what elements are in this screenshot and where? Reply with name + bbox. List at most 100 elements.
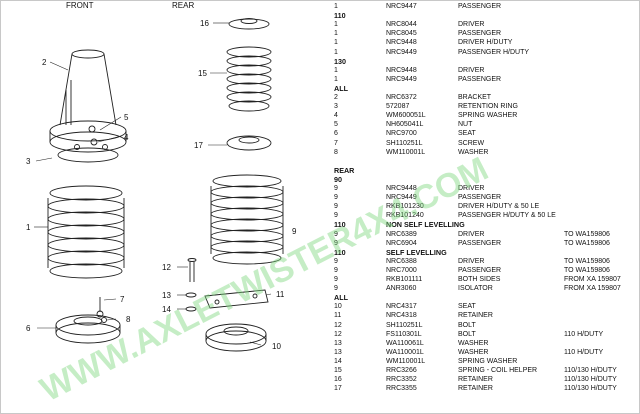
part-number: NRC9448 [386,66,417,74]
part-number: WM600051L [386,112,426,120]
exploded-diagram: FRONT REAR 1 2 3 4 5 6 7 8 9 10 11 12 13… [26,1,297,352]
part-note: TO WA159806 [564,257,610,265]
item-number: 9 [334,257,338,265]
part-description: DRIVER [458,21,485,29]
part-number: RKB101230 [386,203,424,211]
part-number: RKB101111 [386,276,423,283]
item-number: 5 [334,121,338,129]
part-number: RRC3266 [386,367,417,374]
part-description: PASSENGER [458,75,502,83]
callout-1: 1 [26,223,31,232]
item-number: 13 [334,339,342,347]
item-number: 1 [334,48,338,56]
part-note: TO WA159806 [564,239,610,247]
item-number: 9 [334,239,338,247]
front-spring-seat [55,297,121,344]
section-title: NON SELF LEVELLING [386,220,465,230]
part-number: FS110301L [386,330,422,338]
callout-16: 16 [200,19,209,28]
callout-2: 2 [42,58,47,67]
callout-6: 6 [26,324,31,333]
part-number: RKB101240 [386,212,424,220]
part-note: 110/130 H/DUTY [564,367,617,374]
part-description: RETENTION RING [458,103,518,111]
part-description: SEAT [458,303,476,311]
callout-9: 9 [292,227,297,236]
rear-helper-spring [226,18,272,151]
part-number: SH110251L [386,321,423,329]
part-description: PASSENGER [458,239,502,247]
front-spring-tower [49,49,127,163]
item-number: 14 [334,357,342,365]
item-number: 9 [334,285,338,293]
part-number: NRC6389 [386,230,417,238]
part-number: WM110001L [386,357,426,365]
callout-12: 12 [162,263,171,272]
part-number: NRC6904 [386,239,417,247]
part-number: NRC9449 [386,194,417,202]
callout-8: 8 [126,315,131,324]
part-number: RRC3355 [386,385,417,393]
part-number: NRC4317 [386,303,417,311]
part-number: SH110251L [386,139,423,147]
rear-heading: REAR [172,1,194,10]
section-title: SELF LEVELLING [386,247,447,257]
section-label: 110 [334,247,346,257]
item-number: 11 [334,312,342,320]
part-note: 110 H/DUTY [564,348,604,356]
section-label: 110 [334,11,346,21]
part-description: BOLT [458,321,476,329]
part-note: 110 H/DUTY [564,330,604,338]
item-number: 12 [334,321,342,329]
item-number: 3 [334,103,338,111]
callout-4: 4 [124,133,129,142]
part-description: SPRING - COIL HELPER [458,367,538,374]
part-description: WASHER [458,348,489,356]
part-description: SPRING WASHER [458,112,518,120]
part-description: PASSENGER [458,30,502,38]
part-description: PASSENGER [458,194,502,202]
part-description: PASSENGER [458,266,502,274]
item-number: 16 [334,376,342,384]
part-number: NRC4318 [386,312,417,320]
part-number: NRC9449 [386,48,417,56]
part-note: 110/130 H/DUTY [564,385,617,393]
item-number: 1 [334,75,338,83]
item-number: 7 [334,139,338,147]
item-number: 9 [334,194,338,202]
part-description: ISOLATOR [458,285,493,293]
part-description: PASSENGER H/DUTY [458,48,530,56]
item-number: 15 [334,367,342,374]
item-number: 9 [334,203,338,211]
item-number: 1 [334,39,338,47]
part-number: NRC8044 [386,21,417,29]
part-number: NRC9448 [386,39,417,47]
part-note: TO WA159806 [564,266,610,274]
part-description: WASHER [458,148,489,156]
callout-3: 3 [26,157,31,166]
item-number: 1 [334,3,338,10]
front-heading: FRONT [66,1,94,10]
section-label: 130 [334,56,346,66]
part-number: 572087 [386,103,410,111]
item-number: 9 [334,212,338,220]
part-number: NRC9448 [386,185,417,192]
rear-fixings [185,258,269,352]
part-number: NRC9447 [386,3,417,10]
callout-5: 5 [124,113,129,122]
part-description: BOLT [458,330,476,338]
item-number: 1 [334,30,338,38]
part-number: NRC8045 [386,30,417,38]
part-description: PASSENGER H/DUTY & 50 LE [458,212,556,220]
front-coil-spring [47,185,125,279]
item-number: 1 [334,21,338,29]
part-number: WA110001L [386,348,424,356]
item-number: 9 [334,266,338,274]
callout-10: 10 [272,342,281,351]
callout-7: 7 [120,295,125,304]
part-note: FROM XA 159807 [564,285,621,293]
part-number: NRC9449 [386,75,417,83]
part-description: BOTH SIDES [458,276,501,283]
part-note: TO WA159806 [564,230,610,238]
